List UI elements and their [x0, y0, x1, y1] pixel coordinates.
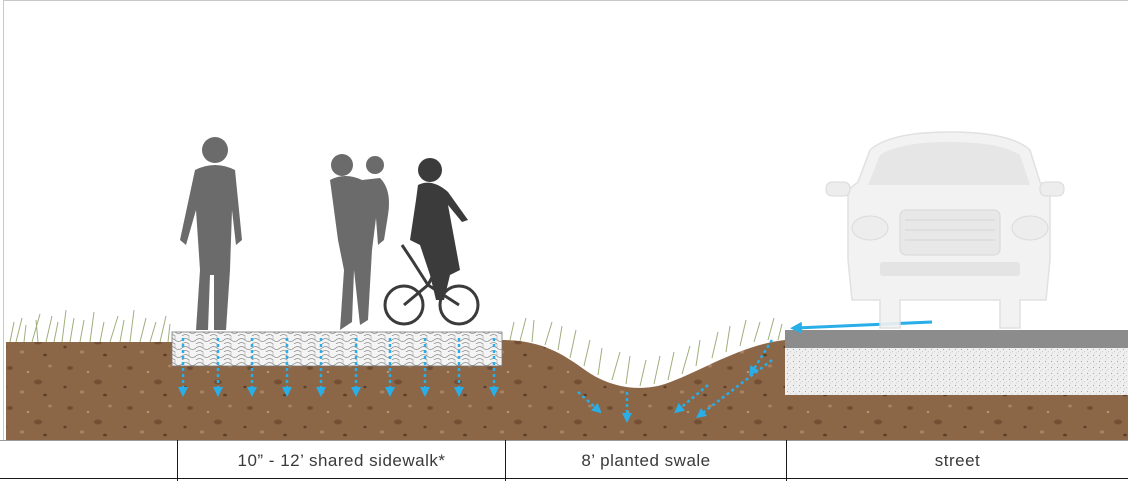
- street-label: street: [934, 451, 981, 470]
- swale-label: 8’ planted swale: [581, 451, 711, 470]
- parent-child-icon: [330, 154, 389, 330]
- swale-infiltration-arrow-icon: [577, 339, 774, 423]
- pedestrian-icon: [180, 137, 242, 330]
- label-row-bottom-line: [0, 478, 1128, 479]
- soil-under-street: [785, 395, 1128, 440]
- street-gravel-base: [785, 348, 1128, 395]
- section-illustration: [6, 131, 1128, 440]
- car-icon: [825, 131, 1065, 329]
- soil-under-sidewalk: [172, 365, 502, 440]
- soil-swale: [500, 340, 785, 440]
- runoff-arrow-icon: [790, 320, 933, 334]
- grass-swale: [509, 317, 783, 387]
- street-pavement: [785, 330, 1128, 348]
- frame-border-left: [3, 0, 4, 440]
- soil-ground: [6, 342, 172, 440]
- grass-left: [9, 309, 171, 343]
- label-row-top-line: [0, 440, 1128, 441]
- divider-sidewalk-left: [177, 440, 178, 481]
- cyclist-icon: [383, 158, 480, 326]
- infiltration-arrow-icon: [178, 338, 499, 397]
- frame-border-top: [3, 0, 1128, 1]
- divider-sidewalk-swale: [505, 440, 506, 481]
- permeable-pavers: [171, 331, 503, 367]
- dimension-label-row: 10” - 12’ shared sidewalk* 8’ planted sw…: [0, 440, 1128, 481]
- sidewalk-label: 10” - 12’ shared sidewalk*: [237, 451, 446, 470]
- divider-swale-street: [786, 440, 787, 481]
